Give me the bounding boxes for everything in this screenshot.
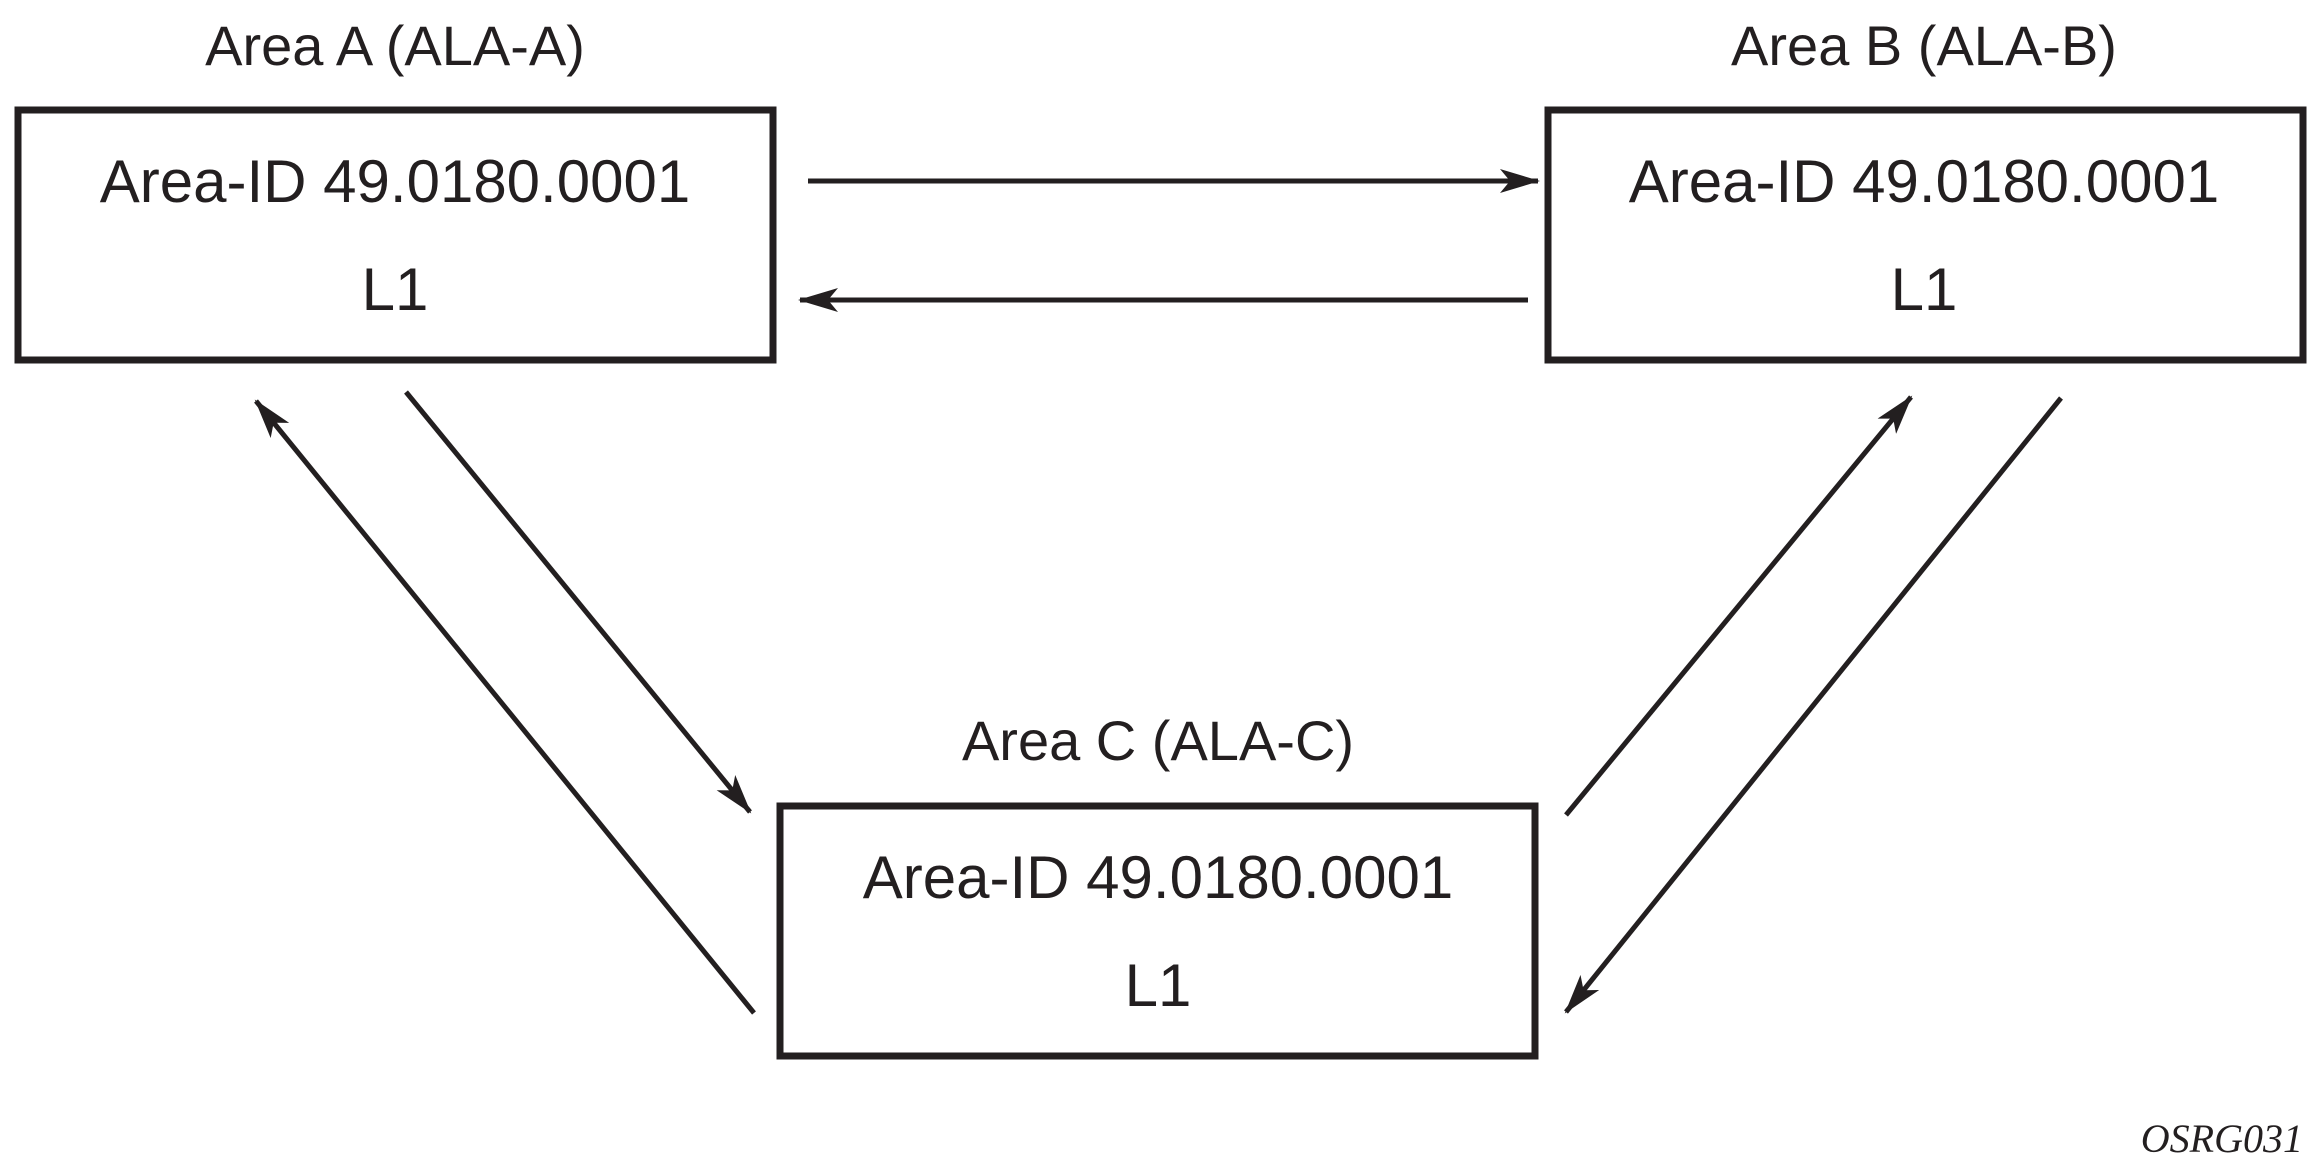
area-a-id: Area-ID 49.0180.0001 <box>100 148 690 215</box>
area-b-box <box>1544 106 2307 364</box>
area-b-id: Area-ID 49.0180.0001 <box>1629 148 2219 215</box>
area-c-level: L1 <box>1125 952 1192 1019</box>
area-a-node: Area A (ALA-A) Area-ID 49.0180.0001 L1 <box>14 14 777 364</box>
arrow-b-to-c <box>1564 396 2063 1014</box>
area-c-node: Area C (ALA-C) Area-ID 49.0180.0001 L1 <box>776 709 1539 1060</box>
area-a-box <box>14 106 777 364</box>
area-c-title: Area C (ALA-C) <box>962 709 1354 772</box>
arrow-c-to-b <box>1564 395 1913 817</box>
area-a-title: Area A (ALA-A) <box>205 14 585 77</box>
area-c-id: Area-ID 49.0180.0001 <box>863 844 1453 911</box>
area-b-title: Area B (ALA-B) <box>1731 14 2117 77</box>
area-a-level: L1 <box>362 256 429 323</box>
area-b-level: L1 <box>1891 256 1958 323</box>
figure-id: OSRG031 <box>2141 1116 2303 1161</box>
arrow-c-to-a <box>254 399 756 1015</box>
area-b-node: Area B (ALA-B) Area-ID 49.0180.0001 L1 <box>1544 14 2307 364</box>
arrow-a-to-c <box>404 390 752 814</box>
area-c-box <box>776 802 1539 1060</box>
